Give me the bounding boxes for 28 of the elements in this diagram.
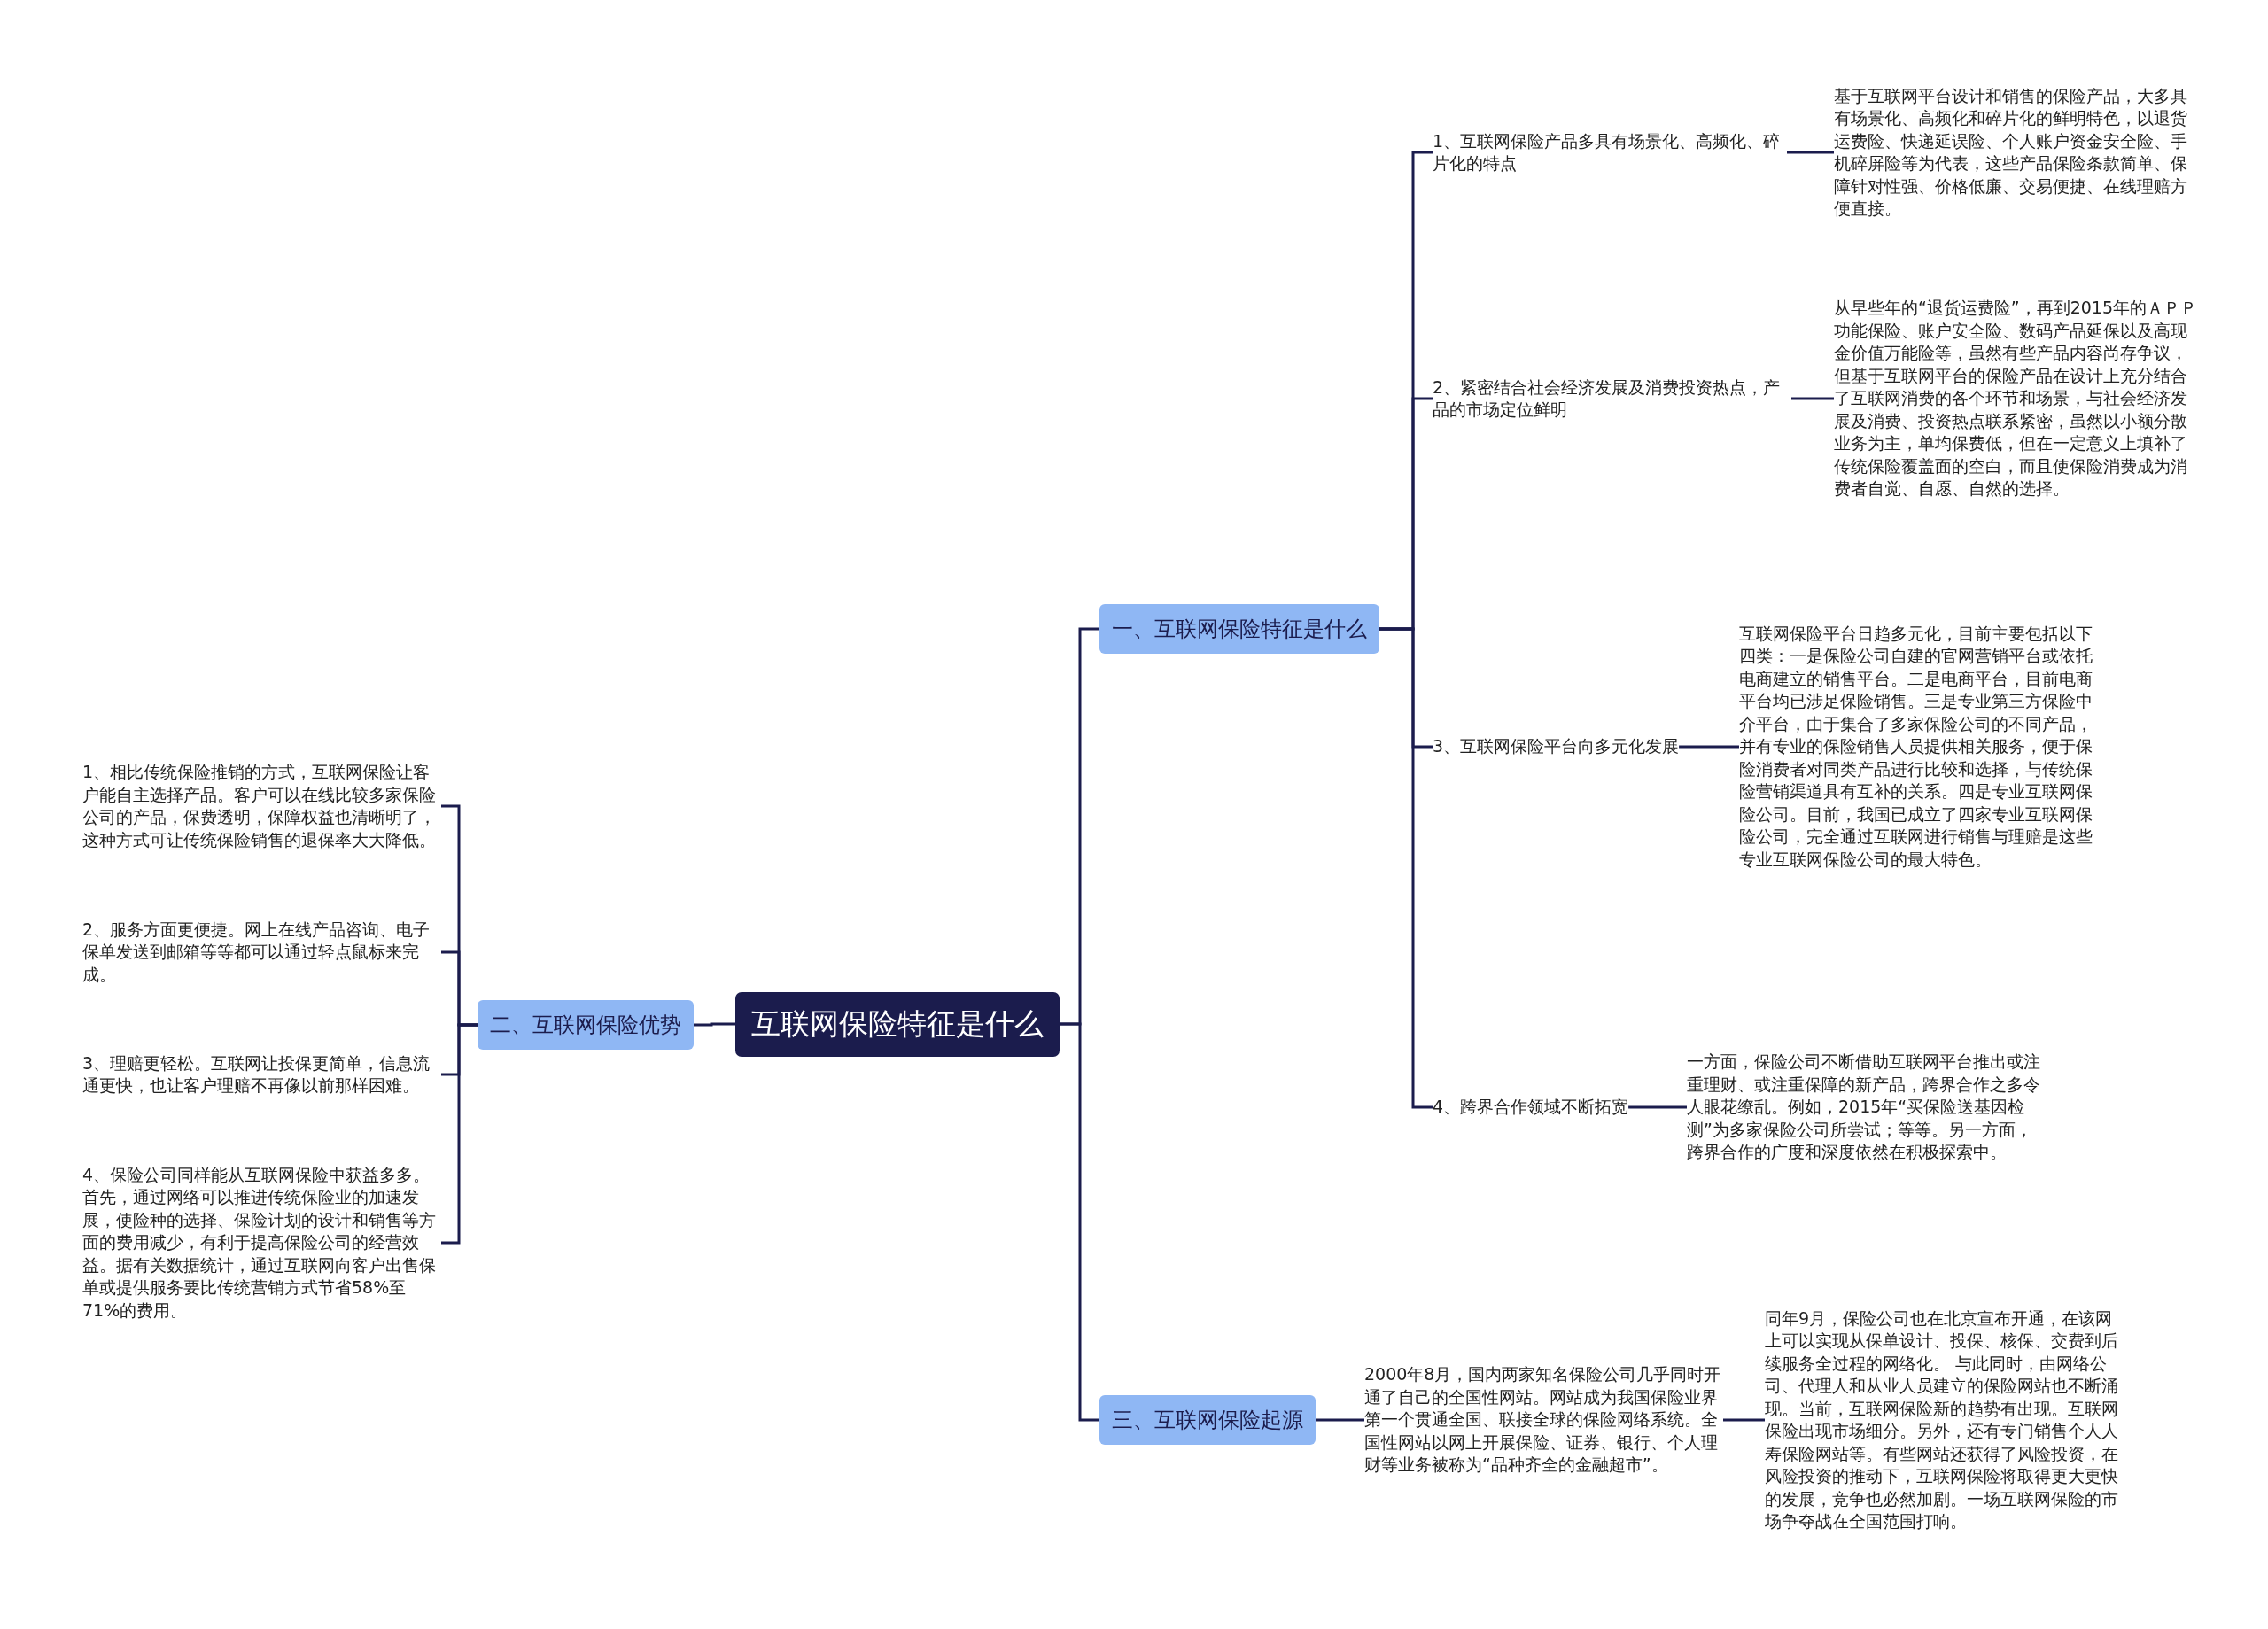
connector-line: [1791, 397, 1834, 400]
topic-text: 4、保险公司同样能从互联网保险中获益多多。首先，通过网络可以推进传统保险业的加速发展，使险种的选择、保险计划的设计和销售等方面的费用减少，有利于提高保险公司的经营效益。据有关数据统计，通过互联网向客户出售保单或提供服务要比传统营销方式节省58%至71%的费用。: [82, 1163, 441, 1323]
topic-text: 2000年8月，国内两家知名保险公司几乎同时开通了自己的全国性网站。网站成为我国保险业界第一个贯通全国、联接全球的保险网络系统。全国性网站以网上开展保险、证券、银行、个人理财等业务被称为“品种齐全的金融超市”。: [1364, 1363, 1723, 1477]
connector-line: [1628, 1105, 1687, 1109]
topic-text: 1、互联网保险产品多具有场景化、高频化、碎片化的特点: [1433, 129, 1787, 175]
branch-topic: 二、互联网保险优势: [478, 1000, 694, 1050]
topic-text: 2、服务方面更便捷。网上在线产品咨询、电子保单发送到邮箱等等都可以通过轻点鼠标来完成。: [82, 918, 441, 987]
branch-topic: 三、互联网保险起源: [1099, 1395, 1316, 1445]
connector-line: [1787, 151, 1834, 154]
connector-line: [1379, 627, 1433, 1109]
topic-text: 1、相比传统保险推销的方式，互联网保险让客户能自主选择产品。客户可以在线比较多家保险公司的产品，保费透明，保障权益也清晰明了，这种方式可让传统保险销售的退保率大大降低。: [82, 761, 441, 851]
connector-line: [1679, 745, 1739, 749]
connector-line: [1316, 1418, 1364, 1422]
topic-text: 互联网保险平台日趋多元化，目前主要包括以下四类：一是保险公司自建的官网营销平台或依托电商建立的销售平台。二是电商平台，目前电商平台均已涉足保险销售。三是专业第三方保险中介平台，由于集合了多家保险公司的不同产品，并有专业的保险销售人员提供相关服务，便于保险消费者对同类产品进行比较和选择，与传统保险营销渠道具有互补的关系。四是专业互联网保险公司。目前，我国已成立了四家专业互联网保险公司，完全通过互联网进行销售与理赔是这些专业互联网保险公司的最大特色。: [1739, 622, 2098, 872]
topic-text: 3、互联网保险平台向多元化发展: [1433, 735, 1680, 758]
connector-line: [441, 1023, 478, 1245]
branch-topic: 一、互联网保险特征是什么: [1099, 604, 1379, 654]
topic-text: 同年9月，保险公司也在北京宣布开通，在该网上可以实现从保单设计、投保、核保、交费到后续服务全过程的网络化。 与此同时，由网络公司、代理人和从业人员建立的保险网站也不断涌现。当前，互联网保险新的趋势有出现。互联网保险出现市场细分。另外，还有专门销售个人人寿保险网站等。有些网站还获得了风险投资，在风险投资的推动下，互联网保险将取得更大更快的发展，竞争也必然加剧。一场互联网保险的市场争夺战在全国范围打响。: [1765, 1307, 2124, 1533]
topic-text: 2、紧密结合社会经济发展及消费投资热点，产品的市场定位鲜明: [1433, 376, 1791, 422]
connector-line: [1723, 1418, 1765, 1422]
connector-line: [694, 1022, 735, 1027]
topic-text: 从早些年的“退货运费险”，再到2015年的ＡＰＰ功能保险、账户安全险、数码产品延保以及高现金价值万能险等，虽然有些产品内容尚存争议，但基于互联网平台的保险产品在设计上充分结合了互联网消费的各个环节和场景，与社会经济发展及消费、投资热点联系紧密，虽然以小额分散业务为主，单均保费低，但在一定意义上填补了传统保险覆盖面的空白，而且使保险消费成为消费者自觉、自愿、自然的选择。: [1834, 297, 2202, 500]
topic-text: 3、理赔更轻松。互联网让投保更简单，信息流通更快，也让客户理赔不再像以前那样困难。: [82, 1051, 441, 1098]
central-topic: 互联网保险特征是什么: [735, 991, 1060, 1057]
topic-text: 4、跨界合作领域不断拓宽: [1433, 1096, 1629, 1119]
topic-text: 一方面，保险公司不断借助互联网平台推出或注重理财、或注重保障的新产品，跨界合作之多令人眼花缭乱。例如，2015年“买保险送基因检测”为多家保险公司所尝试；等等。另一方面，跨界合作的广度和深度依然在积极探索中。: [1687, 1051, 2046, 1164]
connector-line: [1060, 1022, 1099, 1422]
topic-text: 基于互联网平台设计和销售的保险产品，大多具有场景化、高频化和碎片化的鲜明特色，以退货运费险、快递延误险、个人账户资金安全险、手机碎屏险等为代表，这些产品保险条款简单、保障针对性强、价格低廉、交易便捷、在线理赔方便直接。: [1834, 84, 2202, 221]
